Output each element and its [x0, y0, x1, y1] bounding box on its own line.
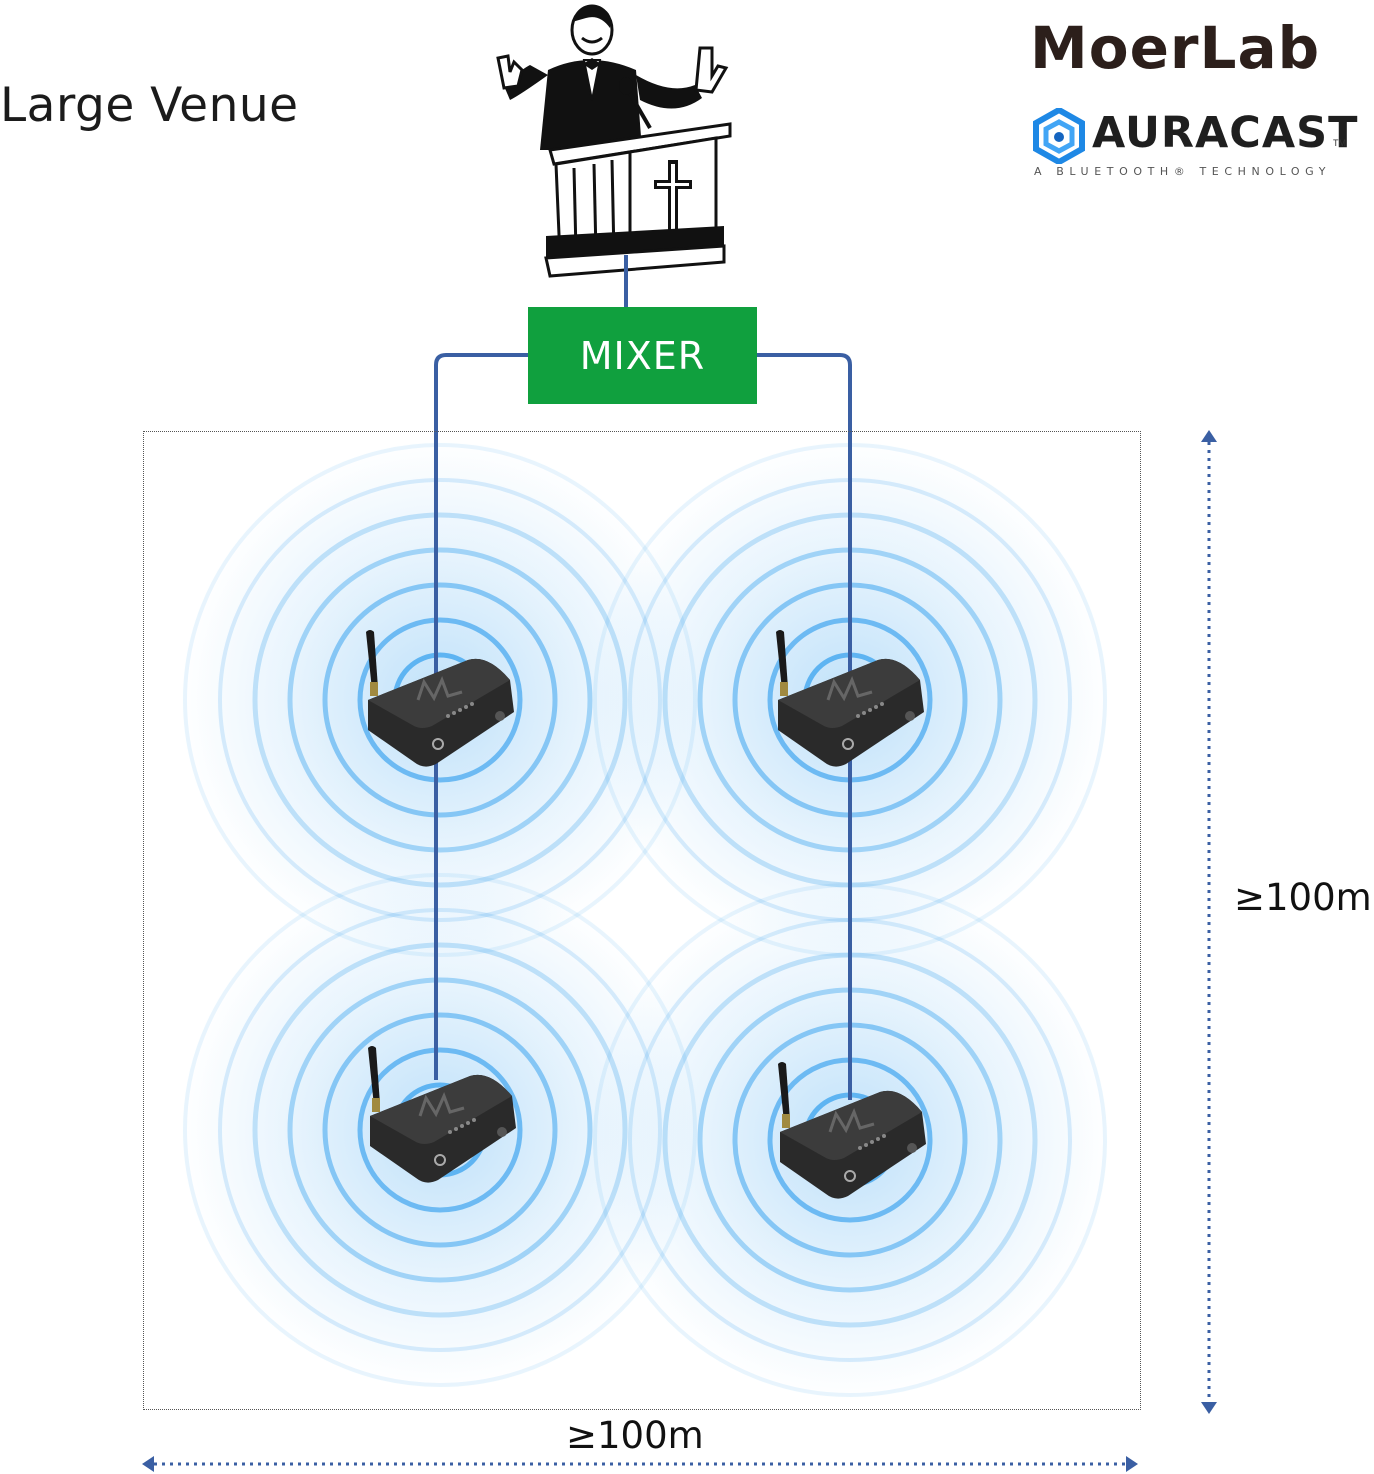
venue-area-outline — [143, 431, 1141, 1410]
width-dimension-label: ≥100m — [566, 1414, 704, 1457]
mixer-box: MIXER — [528, 307, 757, 404]
mixer-label: MIXER — [580, 334, 705, 378]
width-dimension-arrow — [142, 1456, 1138, 1472]
height-dimension-arrow — [1201, 430, 1217, 1414]
height-dimension-label: ≥100m — [1234, 876, 1372, 919]
